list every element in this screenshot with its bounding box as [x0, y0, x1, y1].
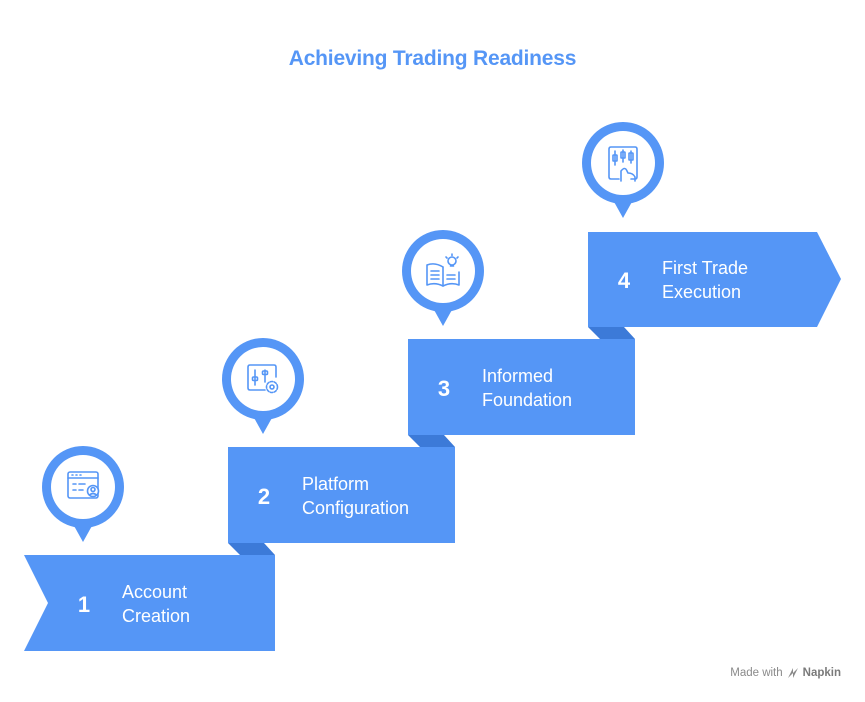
step-2-label-line2: Configuration	[302, 498, 409, 518]
step-3-label-line1: Informed	[482, 366, 553, 386]
step-4-bar	[588, 232, 841, 327]
candlestick-chart-icon	[608, 146, 638, 182]
step-2-number: 2	[258, 484, 270, 509]
step-3: 3 Informed Foundation	[408, 339, 635, 435]
step-2-pin	[222, 338, 304, 434]
fold-connector-3	[588, 327, 635, 339]
diagram-title: Achieving Trading Readiness	[288, 47, 577, 70]
step-4-label-line2: Execution	[662, 282, 741, 302]
step-4-number: 4	[618, 268, 631, 293]
napkin-logo-icon	[787, 668, 798, 678]
step-1-label-line1: Account	[122, 582, 187, 602]
account-user-icon	[67, 471, 100, 499]
step-1-pin	[42, 446, 124, 542]
step-1-bar	[24, 555, 275, 651]
step-4: 4 First Trade Execution	[588, 232, 841, 327]
step-3-number: 3	[438, 376, 450, 401]
fold-connector-1	[228, 543, 275, 555]
fold-connector-2	[408, 435, 455, 447]
settings-sliders-icon	[247, 364, 279, 394]
step-2-label-line1: Platform	[302, 474, 369, 494]
step-4-pin	[582, 122, 664, 218]
step-1: 1 Account Creation	[24, 555, 275, 651]
book-lightbulb-icon	[426, 253, 460, 287]
credit-brand: Napkin	[802, 667, 841, 679]
step-1-label-line2: Creation	[122, 606, 190, 626]
step-3-label-line2: Foundation	[482, 390, 572, 410]
step-2: 2 Platform Configuration	[228, 447, 455, 543]
step-2-bar	[228, 447, 455, 543]
made-with-credit[interactable]: Made with Napkin	[730, 667, 841, 679]
step-3-bar	[408, 339, 635, 435]
credit-prefix: Made with	[730, 667, 783, 679]
step-4-label-line1: First Trade	[662, 258, 748, 278]
step-1-number: 1	[78, 592, 90, 617]
step-3-pin	[402, 230, 484, 326]
